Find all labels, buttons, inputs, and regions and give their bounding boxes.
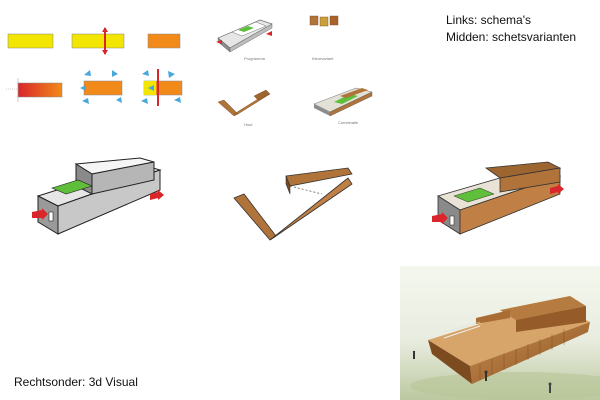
legend-bottom-right: Rechtsonder: 3d Visual [14,375,138,389]
thumb-kleurvariant [309,15,339,27]
legend-middle: Midden: schetsvarianten [446,30,577,44]
schema-orange-bar [147,33,181,49]
schema-orange-arrows [80,70,123,104]
visual-3d-render [400,266,600,400]
legend-left: Links: schema's [446,13,531,27]
thumb-combinatie [313,87,373,117]
caption-kleurvariant: Kleurvariant [312,56,334,61]
schema-gradient-bar [6,78,63,102]
thumb-programma [216,19,273,53]
caption-combinatie: Combinatie [338,120,359,125]
thumb-hout [217,89,271,117]
caption-programma: Programma [244,56,265,61]
schema-yellow-bar-divided [71,27,125,55]
caption-hout: Hout [244,122,253,127]
sketch-wood-ribbon [233,167,353,241]
schema-mixed-arrows [141,69,183,106]
sketch-grey-massing [32,157,164,235]
schema-yellow-bar [7,33,54,49]
sketch-combination [432,161,564,235]
